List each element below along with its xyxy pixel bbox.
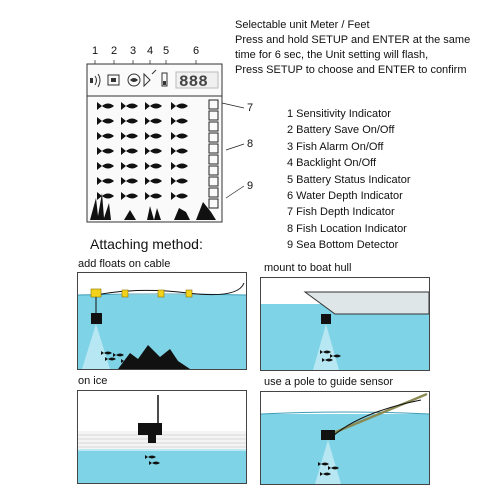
battery-status-icon: [161, 72, 168, 87]
fish-school: [320, 350, 341, 362]
fish-icon: [97, 177, 114, 185]
seabed-rock: [118, 345, 190, 369]
legend-item: 9 Sea Bottom Detector: [287, 239, 399, 252]
attaching-method-title: Attaching method:: [90, 236, 203, 252]
callout-number-1: 1: [92, 45, 99, 57]
depth-segment: [208, 154, 219, 165]
indicator-legend: 1 Sensitivity Indicator 2 Battery Save O…: [287, 106, 411, 254]
legend-item: 5 Battery Status Indicator: [287, 173, 411, 186]
fish-alarm-icon: [127, 73, 141, 87]
fish-icon: [145, 132, 162, 140]
fish-icon: [171, 192, 188, 200]
legend-item: 3 Fish Alarm On/Off: [287, 140, 384, 153]
depth-segment: [208, 110, 219, 121]
fish-icon: [97, 147, 114, 155]
callout-number-7: 7: [247, 102, 254, 114]
fish-icon: [145, 117, 162, 125]
depth-digits: 888: [179, 73, 208, 91]
fish-icon: [171, 147, 188, 155]
callout-number-5: 5: [163, 45, 170, 57]
fish-school: [145, 455, 160, 465]
fish-icon: [121, 102, 138, 110]
sensor-block: [321, 430, 335, 440]
legend-item: 1 Sensitivity Indicator: [287, 108, 391, 120]
fish-icon: [97, 102, 114, 110]
depth-segment: [208, 99, 219, 110]
panel-caption-floats: add floats on cable: [78, 258, 171, 270]
callout-number-4: 4: [147, 45, 154, 57]
depth-segment: [208, 176, 219, 187]
battery-save-icon: [107, 74, 120, 86]
fish-icon: [145, 147, 162, 155]
seabed-icons: [90, 193, 216, 220]
fish-icon: [97, 117, 114, 125]
fish-icon: [145, 102, 162, 110]
fish-icon: [97, 192, 114, 200]
lcd-display-diagram: 888: [84, 58, 324, 228]
depth-segment: [208, 198, 219, 209]
fish-icon: [145, 177, 162, 185]
depth-segment: [208, 187, 219, 198]
legend-item: 6 Water Depth Indicator: [287, 190, 403, 203]
fish-icon: [121, 192, 138, 200]
legend-item: 7 Fish Depth Indicator: [287, 206, 395, 219]
fish-icon: [171, 177, 188, 185]
fish-icon: [97, 132, 114, 140]
legend-item: 8 Fish Location Indicator: [287, 222, 407, 235]
panel-caption-pole: use a pole to guide sensor: [264, 376, 394, 388]
fish-icon: [121, 132, 138, 140]
legend-item: 2 Battery Save On/Off: [287, 124, 395, 137]
depth-segment: [208, 132, 219, 143]
sensor-block: [321, 314, 331, 324]
unit-instructions: Selectable unit Meter / Feet Press and h…: [235, 18, 497, 78]
fish-school: [101, 351, 132, 363]
sensor-block: [138, 423, 162, 435]
boat-hull: [303, 291, 429, 315]
fish-icon: [121, 177, 138, 185]
unit-line: Press and hold SETUP and ENTER at the sa…: [235, 34, 471, 46]
fish-icon: [145, 162, 162, 170]
backlight-icon: [143, 69, 157, 88]
panel-floats-on-cable: [77, 272, 247, 370]
panel-on-ice: [77, 390, 247, 484]
fish-school: [318, 462, 339, 476]
unit-line: Press SETUP to choose and ENTER to confi…: [235, 64, 467, 76]
fish-icon: [171, 117, 188, 125]
depth-segment: [208, 121, 219, 132]
panel-caption-ice: on ice: [78, 375, 108, 387]
callout-number-6: 6: [193, 45, 200, 57]
fish-icon: [97, 162, 114, 170]
sensitivity-icon: [90, 73, 101, 88]
unit-line: Selectable unit Meter / Feet: [235, 19, 370, 31]
fish-icon: [121, 147, 138, 155]
legend-item: 4 Backlight On/Off: [287, 157, 377, 170]
callout-number-9: 9: [247, 180, 254, 192]
guide-pole: [330, 392, 428, 436]
depth-segment: [208, 143, 219, 154]
panel-pole: [260, 391, 430, 485]
callout-number-3: 3: [130, 45, 137, 57]
callout-number-8: 8: [247, 138, 254, 150]
unit-line: time for 6 sec, the Unit setting will fl…: [235, 49, 429, 61]
fish-icon: [145, 192, 162, 200]
sensor-block: [91, 313, 102, 324]
depth-segment: [208, 165, 219, 176]
fish-icon: [171, 102, 188, 110]
fish-icon: [121, 162, 138, 170]
fish-icon: [171, 162, 188, 170]
panel-boat-hull: [260, 277, 430, 371]
fish-icon: [171, 132, 188, 140]
panel-caption-hull: mount to boat hull: [264, 262, 352, 274]
callout-number-2: 2: [111, 45, 118, 57]
fish-icon: [121, 117, 138, 125]
